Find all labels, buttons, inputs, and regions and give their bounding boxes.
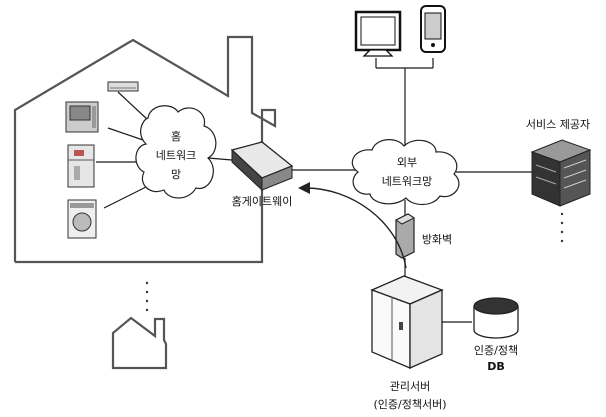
db-label: DB bbox=[487, 360, 505, 373]
air-conditioner-device bbox=[107, 81, 139, 92]
db-cylinder bbox=[473, 297, 519, 339]
curved-arrow bbox=[305, 187, 407, 269]
link-aircon bbox=[117, 91, 149, 121]
home-network-cloud bbox=[135, 105, 217, 199]
external-network-label-2: 네트워크망 bbox=[382, 175, 433, 188]
management-server bbox=[370, 275, 444, 369]
home-network-label-1: 홈 bbox=[171, 129, 181, 143]
external-network-cloud bbox=[351, 139, 460, 206]
external-network-label-1: 외부 bbox=[397, 156, 417, 169]
refrigerator-device bbox=[67, 144, 95, 188]
auth-db-label: 인증/정책 bbox=[474, 344, 518, 357]
firewall-label: 방화벽 bbox=[422, 233, 452, 246]
wall-pad-device bbox=[65, 101, 99, 133]
management-server-label: 관리서버 bbox=[390, 380, 430, 393]
small-house-outline bbox=[111, 316, 168, 370]
main-house-outline bbox=[13, 35, 277, 264]
link-home-cloud-gateway bbox=[207, 157, 233, 161]
firewall-device bbox=[395, 213, 415, 259]
ellipsis-dots-right bbox=[560, 212, 564, 243]
service-provider-server bbox=[530, 139, 592, 207]
home-gateway-label: 홈게이트웨이 bbox=[232, 194, 293, 208]
monitor-device bbox=[354, 10, 402, 57]
ellipsis-dots-left bbox=[145, 281, 149, 312]
home-gateway-device bbox=[230, 141, 294, 192]
home-network-label-3: 망 bbox=[171, 168, 181, 181]
washing-machine-device bbox=[67, 199, 97, 239]
link-wallpad bbox=[107, 127, 144, 141]
arrow-head bbox=[298, 182, 310, 194]
link-washer bbox=[103, 184, 151, 209]
home-network-label-2: 네트워크 bbox=[156, 149, 196, 162]
management-server-sub-label: (인증/정책서버) bbox=[373, 398, 446, 411]
service-provider-label: 서비스 제공자 bbox=[526, 118, 590, 131]
phone-device bbox=[420, 5, 446, 53]
